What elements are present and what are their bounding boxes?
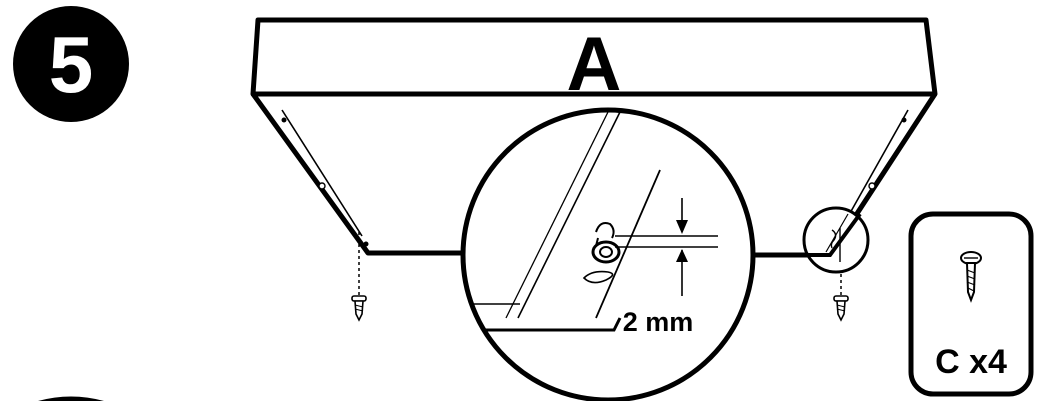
parts-box: C x4	[908, 211, 1034, 397]
hole-marker	[363, 241, 369, 247]
measurement-label: 2 mm	[623, 307, 694, 337]
panel-inner-rail-left	[281, 109, 363, 237]
next-step-badge-partial	[38, 396, 104, 401]
hole-marker	[281, 117, 287, 123]
panel-label: A	[567, 22, 622, 107]
hole-marker	[318, 182, 326, 190]
panel-a	[250, 17, 938, 258]
hole-marker	[868, 182, 876, 190]
panel-underside-left-edge	[250, 92, 470, 256]
step-badge: 5	[13, 6, 129, 122]
parts-quantity-label: C x4	[935, 343, 1007, 381]
step-number: 5	[49, 20, 94, 109]
screw-c-icon	[960, 251, 982, 303]
detail-callout-circle	[802, 206, 870, 274]
hole-marker	[901, 117, 907, 123]
magnified-detail: 2 mm	[460, 107, 756, 401]
screw-left	[351, 232, 367, 322]
